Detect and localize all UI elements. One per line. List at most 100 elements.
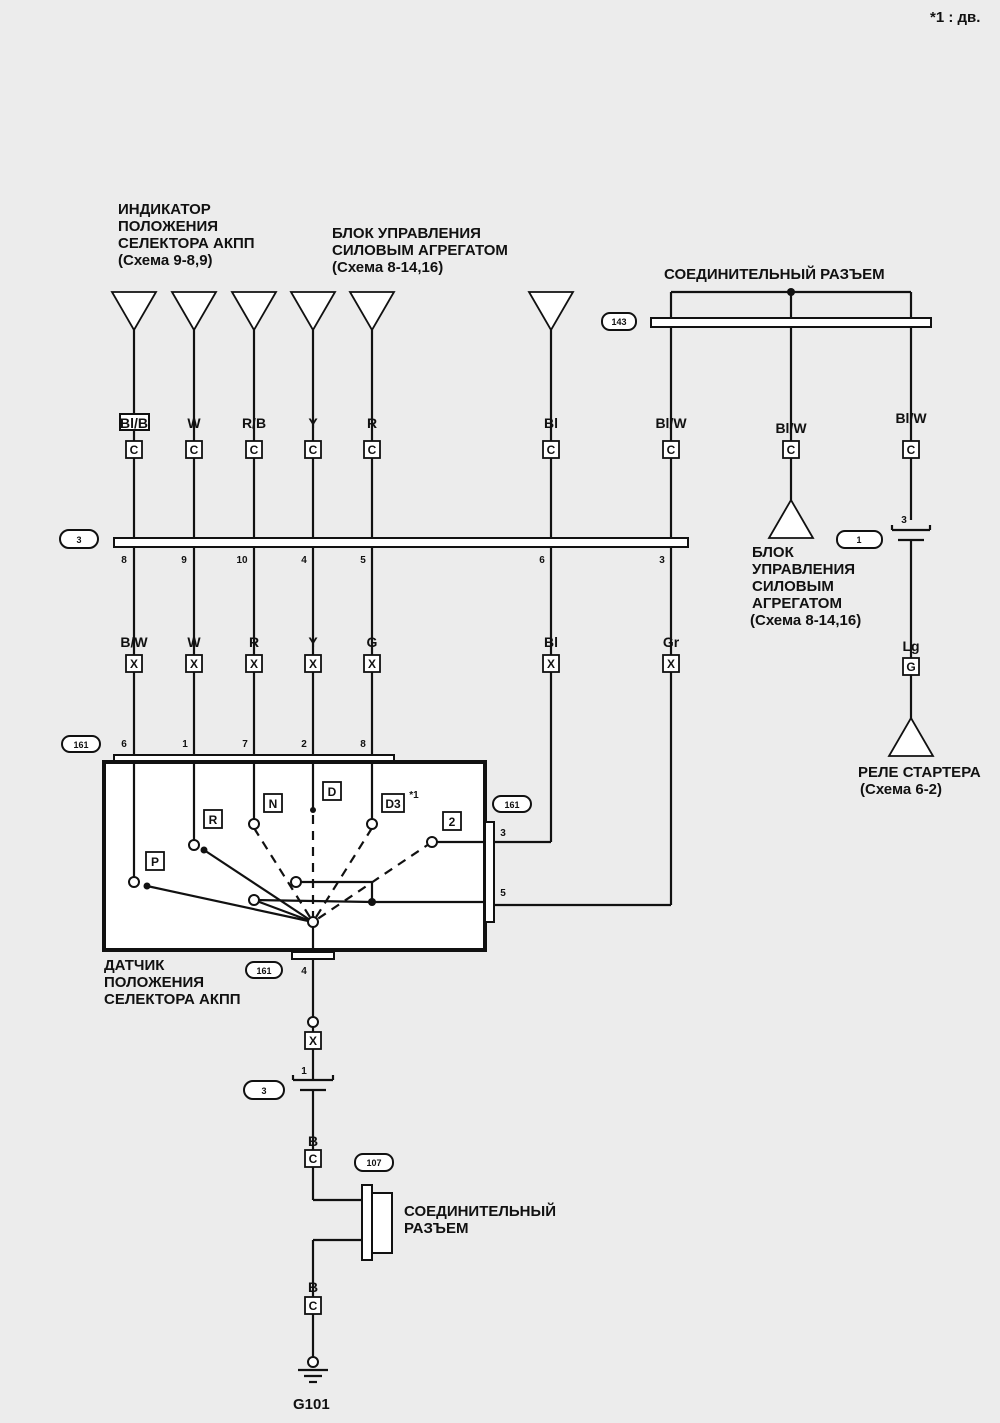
connector-code: X: [667, 657, 675, 671]
position-d-box: [322, 781, 342, 801]
wire-color: R: [249, 634, 259, 650]
connector-code: C: [907, 443, 916, 457]
connector-code: C: [190, 443, 199, 457]
connector-code-box: [304, 440, 322, 459]
position-label: D: [328, 785, 337, 799]
pin-number: 1: [182, 739, 188, 750]
selector-positions: P R N D D3 *1 2: [145, 781, 462, 871]
joint-bottom-label-line: СОЕДИНИТЕЛЬНЫЙ: [404, 1202, 556, 1220]
connector-id-oval: [492, 795, 532, 813]
connector-code-box: [902, 440, 920, 459]
connector-id: 1: [856, 535, 861, 545]
connector-code: C: [547, 443, 556, 457]
connector-code: G: [906, 660, 915, 674]
pin-number: 10: [236, 555, 248, 566]
ecu-top-label-line: (Схема 8-14,16): [332, 259, 443, 276]
connector-id: 143: [611, 317, 626, 327]
connector-id-oval: [836, 530, 883, 549]
indicator-label-line: ПОЛОЖЕНИЯ: [118, 218, 218, 235]
pin-number: 3: [500, 828, 506, 839]
connector-code: C: [309, 1152, 318, 1166]
connector-code: X: [309, 657, 317, 671]
connector-code: C: [250, 443, 259, 457]
pin-number: 3: [901, 515, 907, 526]
indicator-label-line: ИНДИКАТОР: [118, 201, 211, 218]
connector-code: X: [547, 657, 555, 671]
connector-code-box: [363, 654, 381, 673]
ecu-right-label-line: (Схема 8-14,16): [750, 612, 861, 629]
wire-color: Gr: [663, 634, 680, 650]
connector-id-oval: [245, 961, 283, 979]
connector-code-box: [185, 440, 203, 459]
connector-id: 161: [73, 740, 88, 750]
connector-triangle: [230, 291, 278, 332]
connector-code-box: [125, 654, 143, 673]
starter-relay-triangle: [887, 716, 935, 757]
connector-code-box: [125, 440, 143, 459]
wire-color: Bl/W: [655, 415, 687, 431]
pin-number: 7: [242, 739, 248, 750]
connector-triangle: [170, 291, 218, 332]
wire-color: Y: [308, 415, 318, 431]
sensor-label-line: СЕЛЕКТОРА АКПП: [104, 991, 241, 1008]
position-label: R: [209, 813, 218, 827]
ecu-right-triangle: [767, 498, 815, 539]
wire-color: Bl/W: [775, 420, 807, 436]
ground-icon: [307, 1356, 319, 1368]
connector-code: C: [787, 443, 796, 457]
connector-code: X: [309, 1034, 317, 1048]
sensor-internal-wiring: [128, 762, 485, 955]
footnote: *1 : дв.: [930, 9, 980, 26]
connector-3-bus: 3 8 9 10 4 5 6 3: [59, 529, 689, 566]
connector-id-oval: [243, 1080, 285, 1100]
connector-code-box: [662, 440, 680, 459]
wire-color: Lg: [902, 638, 919, 654]
pin-number: 5: [360, 555, 366, 566]
connector-code-box: [782, 440, 800, 459]
connector-bar: [484, 821, 495, 923]
position-n-box: [263, 793, 283, 813]
wire-color: W: [187, 634, 201, 650]
connector-code-box: [304, 654, 322, 673]
connector-triangle: [289, 291, 337, 332]
connector-161-right: 161 3 5: [484, 795, 532, 923]
ecu-top-label: БЛОК УПРАВЛЕНИЯ СИЛОВЫМ АГРЕГАТОМ (Схема…: [332, 225, 508, 276]
connector-id: 107: [366, 1158, 381, 1168]
connector-code-box: [662, 654, 680, 673]
wire-color: W: [187, 415, 201, 431]
starter-label-line: РЕЛЕ СТАРТЕРА: [858, 764, 981, 781]
joint-connector-143: 143: [601, 288, 932, 331]
pin-number: 8: [121, 555, 127, 566]
pin-number: 6: [121, 739, 127, 750]
wire-color: B: [308, 1133, 318, 1149]
connector-code: X: [130, 657, 138, 671]
connector-triangle: [527, 291, 575, 332]
ecu-right-label-line: СИЛОВЫМ: [752, 578, 834, 595]
connector-id: 161: [256, 966, 271, 976]
connector-bar: [291, 951, 335, 960]
pin-number: 5: [500, 888, 506, 899]
sensor-label: ДАТЧИК ПОЛОЖЕНИЯ СЕЛЕКТОРА АКПП: [104, 957, 241, 1008]
position-label: D3: [385, 797, 401, 811]
connector-id-oval: [601, 312, 637, 331]
joint-connector-top-label: СОЕДИНИТЕЛЬНЫЙ РАЗЪЕМ: [664, 265, 885, 283]
wire-color: Bl/B: [120, 415, 148, 431]
upper-wire-labels: Bl/B C W C R/B C Y C R C Bl C Bl/W C Bl/…: [119, 410, 927, 459]
connector-id: 3: [261, 1086, 266, 1096]
wire-color: Y: [308, 634, 318, 650]
position-r-box: [203, 809, 223, 829]
connector-code: C: [309, 443, 318, 457]
connector-code: X: [368, 657, 376, 671]
ecu-right-label-line: АГРЕГАТОМ: [752, 595, 842, 612]
wire-color: B: [308, 1279, 318, 1295]
connector-id-oval: [354, 1153, 394, 1172]
upper-wires: [132, 327, 913, 538]
ground-label: G101: [293, 1396, 330, 1413]
wire-color: R/B: [242, 415, 266, 431]
connector-code-box: [902, 657, 920, 676]
wire-color: G: [367, 634, 378, 650]
connector-id: 3: [76, 535, 81, 545]
starter-label-line: (Схема 6-2): [860, 781, 942, 798]
ecu-right-label-line: УПРАВЛЕНИЯ: [752, 561, 855, 578]
